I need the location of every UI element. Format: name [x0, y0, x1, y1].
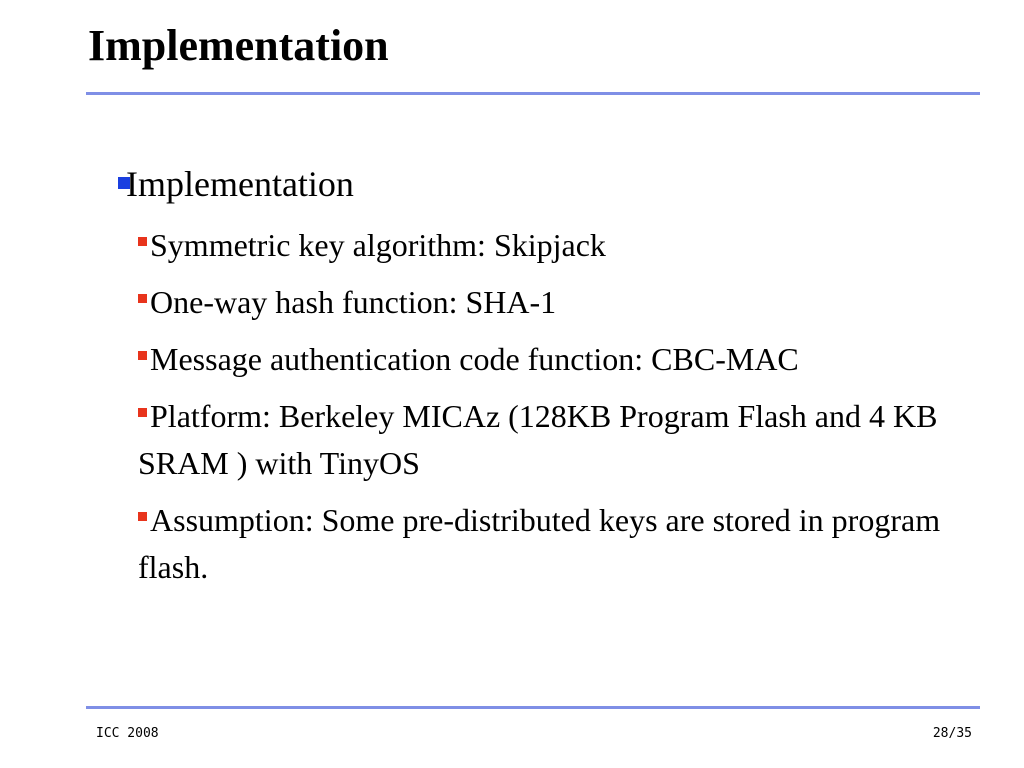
sub-bullet-item: Message authentication code function: CB… [138, 336, 1008, 383]
sub-bullet-item: Platform: Berkeley MICAz (128KB Program … [138, 393, 1008, 487]
square-bullet-icon [118, 177, 130, 189]
slide-title: Implementation [88, 21, 389, 70]
footer-conference: ICC 2008 [96, 726, 159, 741]
sub-bullet-text: Message authentication code function: CB… [150, 341, 799, 377]
sub-bullet-item: Assumption: Some pre-distributed keys ar… [138, 497, 1008, 591]
sub-bullet-text: Assumption: Some pre-distributed keys ar… [138, 502, 941, 585]
sub-bullet-text: Platform: Berkeley MICAz (128KB Program … [138, 398, 938, 481]
sub-bullet-text: Symmetric key algorithm: Skipjack [150, 227, 606, 263]
sub-bullet-item: One-way hash function: SHA-1 [138, 279, 1008, 326]
sub-bullet-list: Symmetric key algorithm: Skipjack One-wa… [138, 222, 1008, 601]
square-bullet-icon [138, 512, 147, 521]
square-bullet-icon [138, 294, 147, 303]
sub-bullet-item: Symmetric key algorithm: Skipjack [138, 222, 1008, 269]
footer-divider [86, 706, 980, 709]
main-bullet-text: Implementation [126, 164, 354, 204]
square-bullet-icon [138, 237, 147, 246]
title-divider [86, 92, 980, 95]
square-bullet-icon [138, 408, 147, 417]
sub-bullet-text: One-way hash function: SHA-1 [150, 284, 557, 320]
footer-page-number: 28/35 [932, 726, 972, 741]
square-bullet-icon [138, 351, 147, 360]
